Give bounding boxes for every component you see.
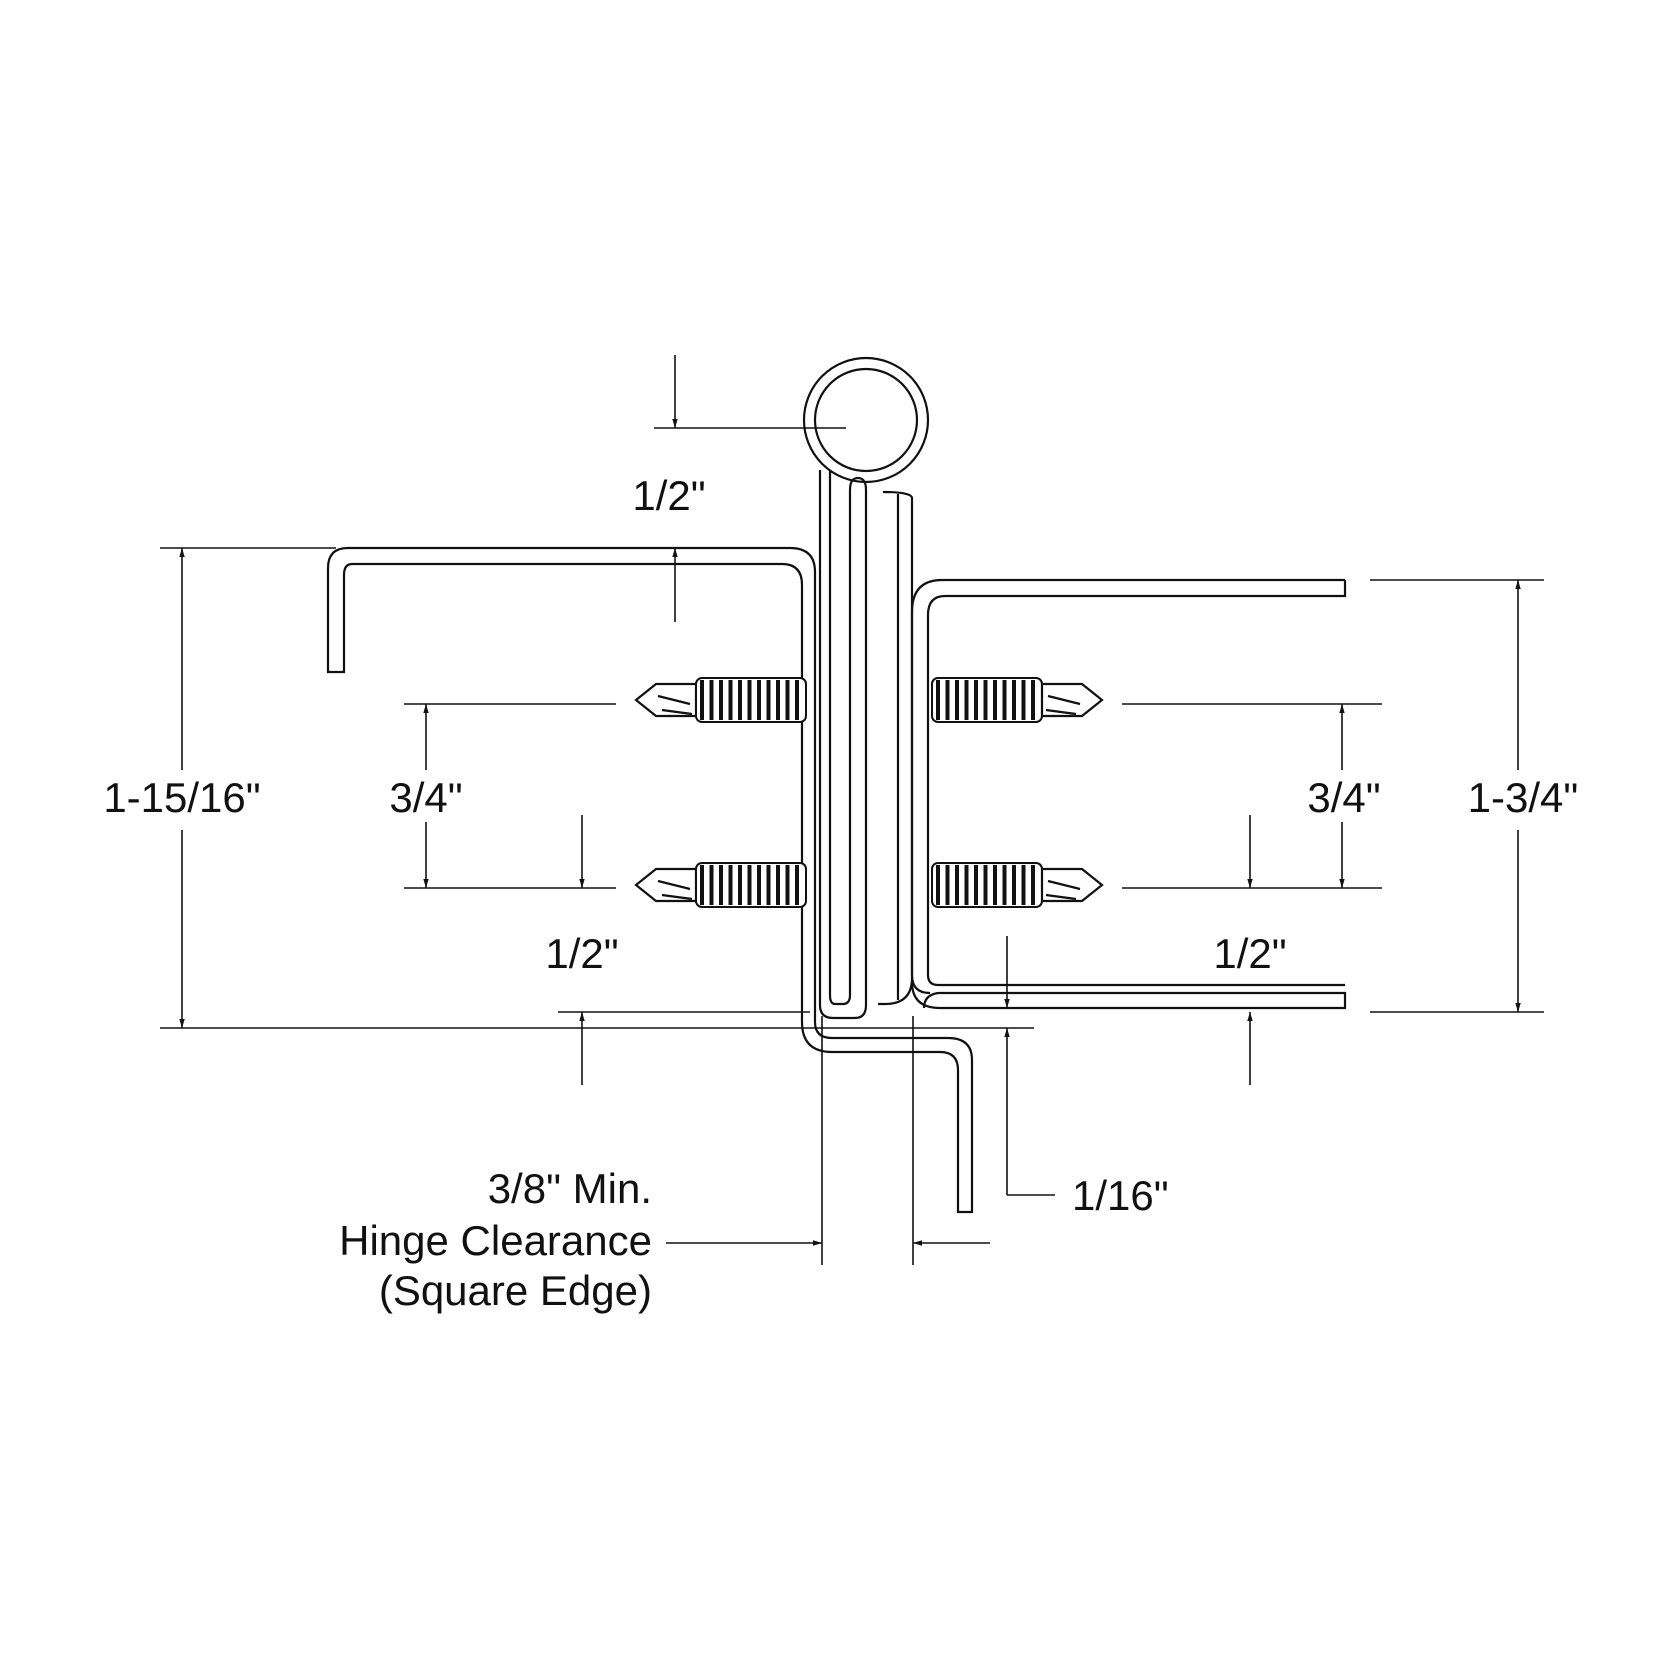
- overall-right-dimension-label: 1-3/4": [1468, 774, 1579, 821]
- clearance-label-line1: 3/8" Min.: [488, 1165, 652, 1212]
- overall-left-dimension-label: 1-15/16": [103, 774, 260, 821]
- right-hinge-leaf: [878, 490, 1347, 1010]
- top-knuckle-dimension-label: 1/2": [632, 472, 705, 519]
- clearance-label-line2: Hinge Clearance: [339, 1217, 652, 1264]
- screw-spacing-left-label: 3/4": [389, 774, 462, 821]
- extension-lines: [160, 427, 1544, 1265]
- dimension-arrows: [179, 355, 1521, 1246]
- bottom-left-dimension-label: 1/2": [545, 930, 618, 977]
- clearance-label-line3: (Square Edge): [379, 1267, 652, 1314]
- offset-dimension-label: 1/16": [1072, 1172, 1169, 1219]
- screw-spacing-right-label: 3/4": [1307, 774, 1380, 821]
- hinge-knuckle: [802, 356, 930, 484]
- screw-threads: [700, 680, 1035, 905]
- left-hinge-leaf: [326, 470, 974, 1214]
- bottom-right-dimension-label: 1/2": [1213, 930, 1286, 977]
